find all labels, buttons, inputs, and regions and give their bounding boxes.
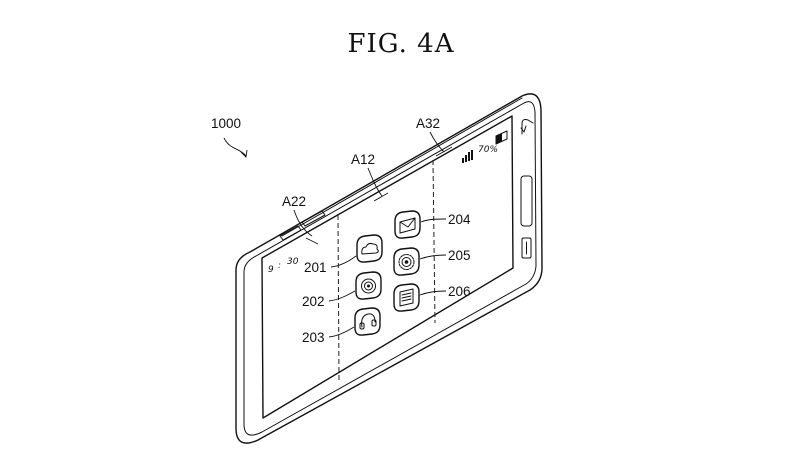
phone-device (235, 93, 543, 444)
leader-201 (330, 255, 357, 268)
a32-leader (429, 131, 445, 153)
divider-left (337, 214, 340, 381)
home-key (520, 175, 533, 227)
mail-app-icon[interactable] (394, 210, 421, 239)
phone-top-edge (281, 97, 523, 237)
ref-label-202: 202 (302, 294, 325, 309)
phone-screen (261, 115, 514, 419)
status-time: 9 : 30 (268, 257, 299, 275)
menu-key (521, 237, 532, 259)
phone-inner-edge (243, 101, 537, 436)
figure-title: FIG. 4A (347, 29, 454, 59)
settings-app-icon[interactable] (393, 247, 420, 276)
leader-206 (419, 290, 447, 296)
device-leader-arrow (223, 137, 247, 157)
ref-label-205: 205 (448, 248, 471, 263)
phone-outer-shell (235, 93, 543, 444)
status-signal-icon (462, 150, 473, 163)
a12-leader (367, 167, 383, 197)
area-label-a32: A32 (416, 116, 440, 131)
ref-label-201: 201 (304, 260, 327, 275)
music-app-icon[interactable] (354, 307, 381, 336)
area-label-a12: A12 (351, 152, 375, 167)
side-button-2 (301, 210, 326, 227)
ref-label-204: 204 (448, 212, 471, 227)
a32-bracket (435, 146, 453, 157)
cloud-app-icon[interactable] (356, 234, 383, 263)
back-key-icon (521, 119, 534, 135)
battery-icon (495, 130, 508, 145)
divider-right (432, 159, 436, 324)
notes-app-icon[interactable] (393, 283, 420, 312)
device-leader-arrowhead (240, 149, 248, 158)
leader-203 (328, 326, 355, 338)
back-key-arrowhead (520, 125, 527, 133)
status-time-minute: 30 (287, 257, 299, 267)
status-time-hour: 9 (268, 265, 274, 275)
camera-app-icon[interactable] (355, 271, 382, 300)
a12-bracket (373, 192, 389, 202)
leader-202 (328, 290, 356, 302)
status-time-colon: : (278, 261, 281, 271)
area-label-a22: A22 (282, 194, 306, 209)
status-battery-percent: 70% (478, 145, 498, 155)
ref-label-206: 206 (448, 284, 471, 299)
device-label: 1000 (211, 116, 241, 131)
side-button-1 (279, 225, 302, 241)
a22-leader (293, 209, 313, 237)
ref-label-203: 203 (302, 330, 325, 345)
leader-204 (420, 218, 447, 223)
leader-205 (419, 254, 447, 260)
a22-bracket (305, 237, 319, 245)
